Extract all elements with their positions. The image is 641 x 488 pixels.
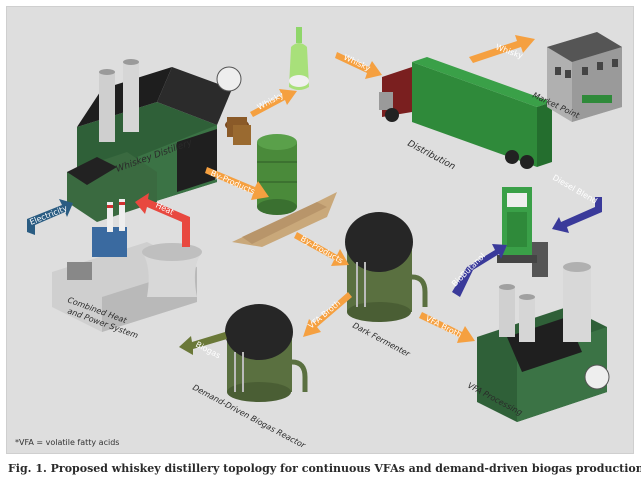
delivery-truck-icon: Distribution — [379, 57, 552, 172]
arrow-label-by-products-2: By-Products — [299, 234, 345, 266]
arrow-label-biobutanol: BioButanol — [450, 251, 487, 288]
vfa-processing-plant: VFA Processing — [466, 262, 610, 422]
arrow-whisky-3: Whisky — [469, 35, 535, 63]
arrow-label-vfa-broth-2: VFA Broth — [424, 314, 463, 340]
label-distribution: Distribution — [406, 139, 457, 173]
arrow-heat: Heat — [135, 193, 190, 247]
arrow-diesel-blend: Diesel Blend — [551, 173, 602, 233]
arrow-label-by-products-1: By-Products — [209, 169, 256, 197]
footnote: *VFA = volatile fatty acids — [15, 438, 120, 447]
figure-caption: Fig. 1. Proposed whiskey distillery topo… — [8, 462, 641, 475]
chp-plant: Combined Heat and Power System — [52, 199, 202, 340]
biogas-reactor-tank: Demand-Driven Biogas Reactor — [191, 304, 308, 450]
label-dark-fermenter: Dark Fermenter — [351, 321, 412, 359]
fuel-pump-icon — [497, 187, 548, 277]
arrow-label-whisky-2: Whisky — [342, 53, 372, 73]
arrow-electricity: Electricity — [27, 199, 73, 235]
whiskey-distillery: Whiskey Distillery — [67, 59, 251, 222]
diagram-canvas: Whiskey Distillery Distribution — [27, 27, 622, 450]
arrow-vfa-broth-2: VFA Broth — [419, 312, 475, 343]
whisky-bottle-icon — [289, 27, 309, 90]
arrow-biobutanol: BioButanol — [450, 244, 507, 297]
arrow-vfa-broth-1: VFA Broth — [303, 292, 352, 337]
arrow-label-vfa-broth-1: VFA Broth — [307, 299, 343, 331]
dark-fermenter-tank: Dark Fermenter — [345, 212, 428, 359]
arrow-label-diesel-blend: Diesel Blend — [551, 173, 599, 206]
arrow-whisky-2: Whisky — [335, 52, 382, 79]
diagram-panel: Whiskey Distillery Distribution — [6, 6, 634, 454]
arrow-label-electricity: Electricity — [28, 204, 68, 227]
arrow-by-products-2: By-Products — [294, 232, 349, 266]
arrow-biogas: Biogas — [179, 332, 227, 360]
arrow-whisky-1: Whisky — [250, 89, 297, 117]
